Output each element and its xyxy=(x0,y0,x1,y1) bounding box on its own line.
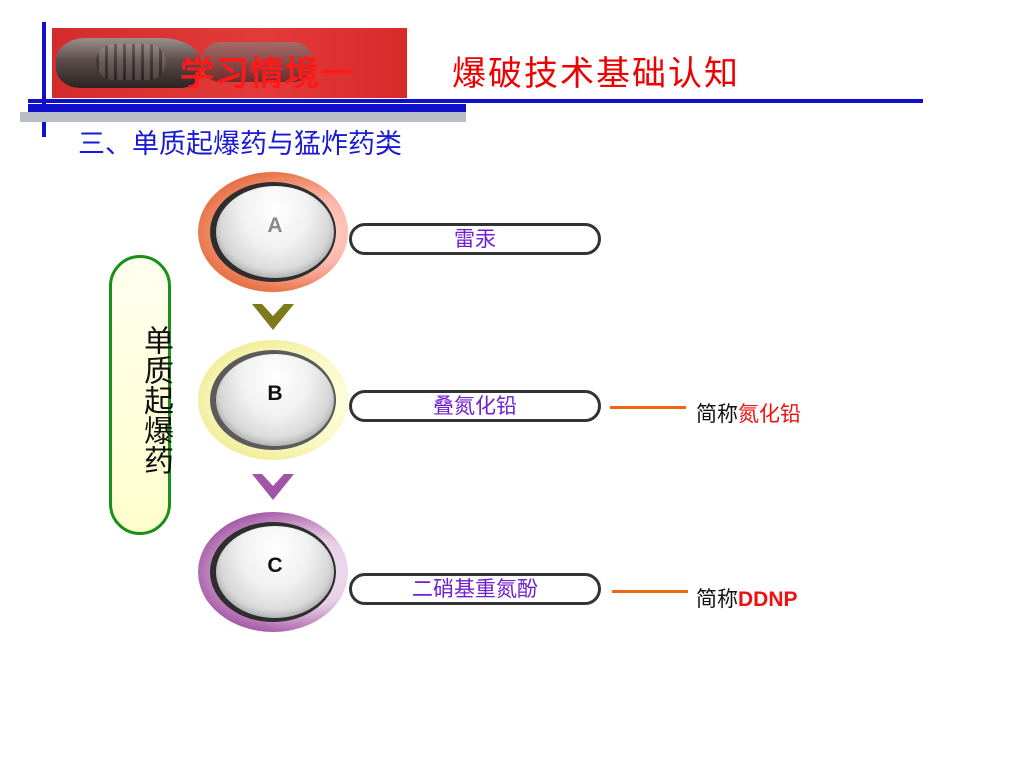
header-banner-image xyxy=(52,28,407,98)
item-b-letter: B xyxy=(267,382,283,405)
item-c-name: 二硝基重氮酚 xyxy=(412,577,538,601)
section-label: 学习情境一 xyxy=(180,54,355,94)
item-b-disc: B xyxy=(216,354,334,446)
item-c-note: 简称DDNP xyxy=(696,583,798,613)
page-title: 爆破技术基础认知 xyxy=(452,54,740,94)
header-rule xyxy=(28,99,923,103)
item-a-letter: A xyxy=(267,214,283,237)
item-b-connector xyxy=(610,406,686,409)
item-c-label-box: 二硝基重氮酚 xyxy=(349,573,601,605)
item-b-label-box: 叠氮化铅 xyxy=(349,390,601,422)
item-c-connector xyxy=(612,590,688,593)
item-a-label-box: 雷汞 xyxy=(349,223,601,255)
category-label: 单质起爆药 xyxy=(138,325,173,475)
rock-illustration xyxy=(56,38,201,88)
item-c-letter: C xyxy=(267,554,283,577)
header-vertical-rule xyxy=(42,22,46,137)
item-a-ring: A xyxy=(198,172,348,292)
header-rule-shadow xyxy=(20,112,466,122)
item-b-note-value: 氮化铅 xyxy=(738,402,801,426)
category-pill xyxy=(109,255,171,535)
item-b-ring: B xyxy=(198,340,348,460)
item-a-name: 雷汞 xyxy=(454,227,496,251)
item-c-note-value: DDNP xyxy=(738,588,798,611)
item-c-ring: C xyxy=(198,512,348,632)
item-b-note: 简称氮化铅 xyxy=(696,398,801,428)
slide-subheading: 三、单质起爆药与猛炸药类 xyxy=(78,129,402,160)
header-rule-thick xyxy=(28,104,466,112)
item-c-note-prefix: 简称 xyxy=(696,587,738,611)
rock-illustration-secondary xyxy=(202,42,312,82)
item-a-disc: A xyxy=(216,186,334,278)
item-c-disc: C xyxy=(216,526,334,618)
item-b-note-prefix: 简称 xyxy=(696,402,738,426)
item-b-name: 叠氮化铅 xyxy=(433,394,517,418)
